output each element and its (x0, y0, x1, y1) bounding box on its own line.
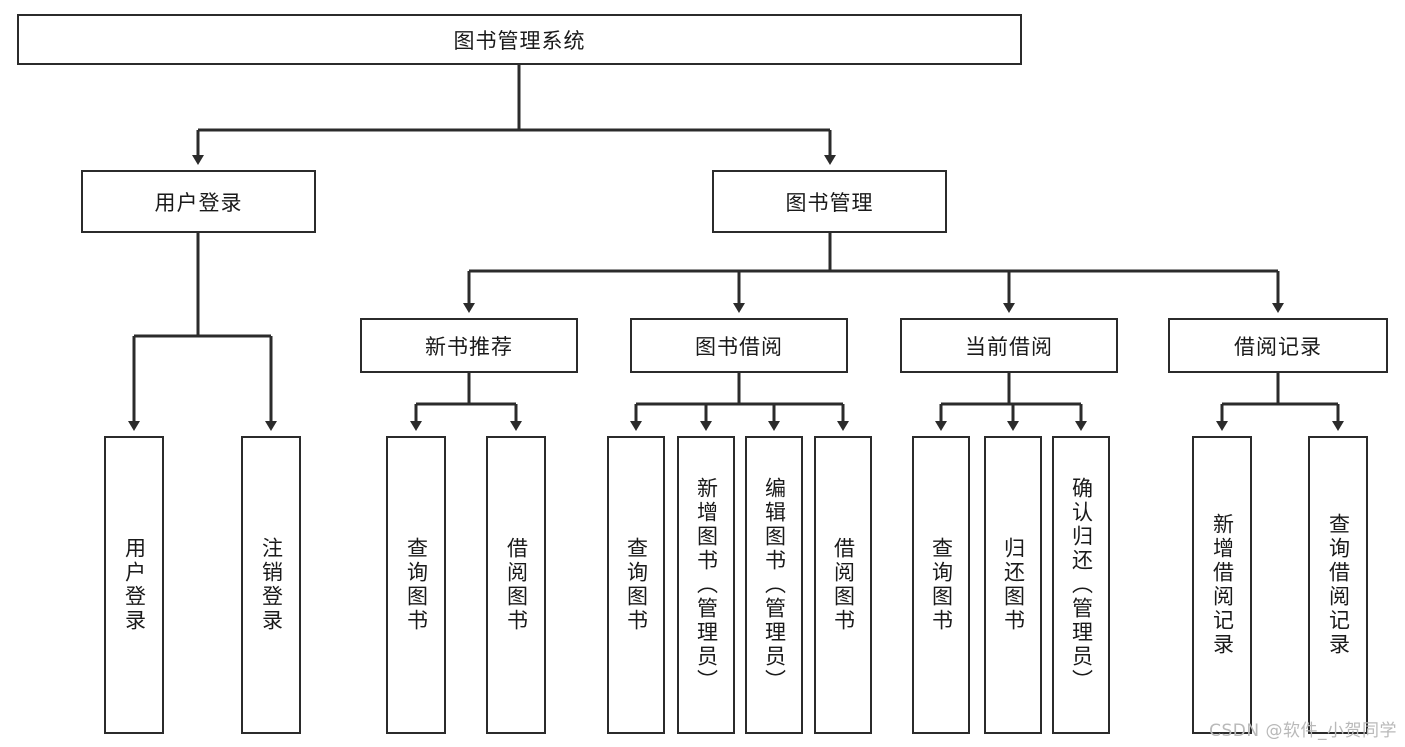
node-current-borrow-label: 当前借阅 (965, 334, 1053, 359)
node-leaf-query-book-current-label: 查询图书 (929, 537, 954, 633)
node-leaf-query-book-borrow-label: 查询图书 (624, 537, 649, 633)
node-leaf-query-borrow-record[interactable]: 查询借阅记录 (1308, 436, 1368, 734)
node-book-manage-label: 图书管理 (785, 190, 874, 215)
node-book-borrow-label: 图书借阅 (695, 334, 783, 359)
node-leaf-edit-book-admin-label: 编辑图书（管理员） (762, 477, 787, 693)
node-leaf-return-book-label: 归还图书 (1001, 537, 1026, 633)
node-leaf-user-login-label: 用户登录 (122, 537, 147, 633)
node-leaf-borrow-book[interactable]: 借阅图书 (814, 436, 872, 734)
node-leaf-borrow-book-label: 借阅图书 (831, 537, 856, 633)
node-leaf-query-book-rec-label: 查询图书 (404, 537, 429, 633)
node-user-login-label: 用户登录 (154, 190, 243, 215)
node-leaf-borrow-book-rec-label: 借阅图书 (504, 537, 529, 633)
node-leaf-add-book-admin[interactable]: 新增图书（管理员） (677, 436, 735, 734)
node-leaf-edit-book-admin[interactable]: 编辑图书（管理员） (745, 436, 803, 734)
node-leaf-user-login[interactable]: 用户登录 (104, 436, 164, 734)
node-leaf-add-borrow-record-label: 新增借阅记录 (1210, 513, 1235, 657)
node-leaf-query-borrow-record-label: 查询借阅记录 (1326, 513, 1351, 657)
node-current-borrow[interactable]: 当前借阅 (900, 318, 1118, 373)
node-book-borrow[interactable]: 图书借阅 (630, 318, 848, 373)
node-leaf-add-borrow-record[interactable]: 新增借阅记录 (1192, 436, 1252, 734)
node-leaf-user-logout-label: 注销登录 (259, 537, 284, 633)
node-root-label: 图书管理系统 (453, 28, 586, 53)
node-borrow-record-label: 借阅记录 (1234, 334, 1322, 359)
watermark: CSDN @软件_小贺同学 (1209, 721, 1397, 741)
node-leaf-return-book[interactable]: 归还图书 (984, 436, 1042, 734)
node-new-book-rec[interactable]: 新书推荐 (360, 318, 578, 373)
node-book-manage[interactable]: 图书管理 (712, 170, 947, 233)
node-leaf-query-book-current[interactable]: 查询图书 (912, 436, 970, 734)
node-new-book-rec-label: 新书推荐 (425, 334, 513, 359)
node-leaf-user-logout[interactable]: 注销登录 (241, 436, 301, 734)
node-leaf-confirm-return-admin-label: 确认归还（管理员） (1069, 477, 1094, 693)
node-user-login[interactable]: 用户登录 (81, 170, 316, 233)
node-leaf-borrow-book-rec[interactable]: 借阅图书 (486, 436, 546, 734)
node-borrow-record[interactable]: 借阅记录 (1168, 318, 1388, 373)
node-leaf-query-book-borrow[interactable]: 查询图书 (607, 436, 665, 734)
node-root[interactable]: 图书管理系统 (17, 14, 1022, 65)
node-leaf-confirm-return-admin[interactable]: 确认归还（管理员） (1052, 436, 1110, 734)
node-leaf-query-book-rec[interactable]: 查询图书 (386, 436, 446, 734)
node-leaf-add-book-admin-label: 新增图书（管理员） (694, 477, 719, 693)
